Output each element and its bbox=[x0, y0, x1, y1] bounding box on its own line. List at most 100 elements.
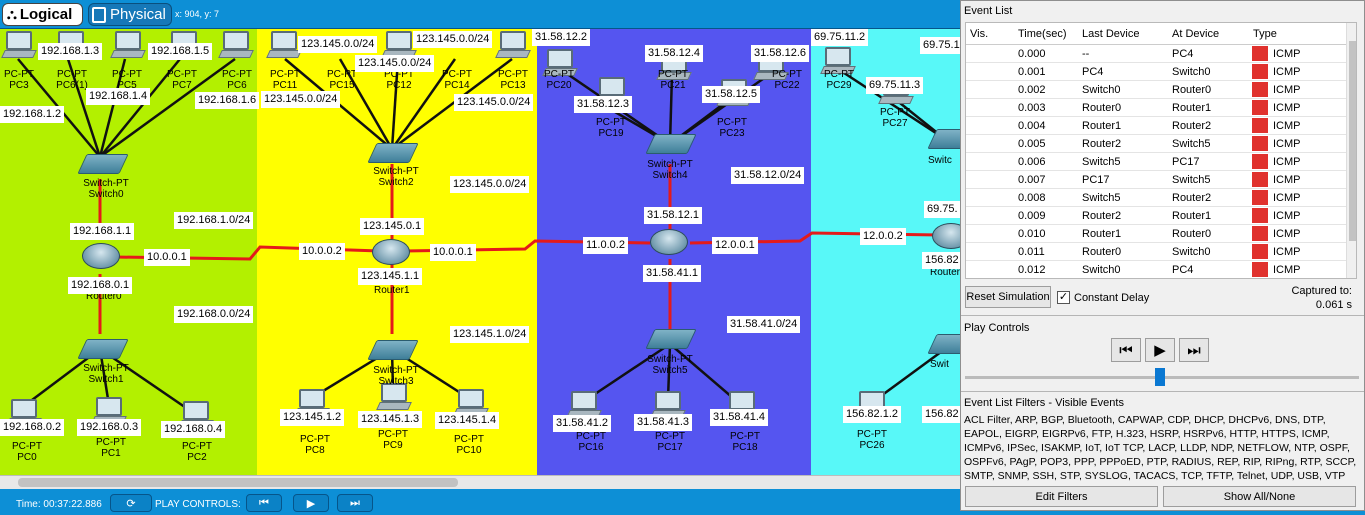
col-at-device: At Device bbox=[1172, 28, 1220, 40]
reset-simulation-button[interactable]: Reset Simulation bbox=[965, 286, 1051, 308]
constant-delay-label: Constant Delay bbox=[1074, 292, 1150, 304]
reset-time-button[interactable]: ⟳ bbox=[110, 494, 152, 512]
physical-view-button[interactable]: Physical bbox=[88, 3, 172, 26]
step-forward-icon: ⏭ bbox=[350, 496, 360, 509]
cell-last: Switch0 bbox=[1082, 84, 1121, 96]
constant-delay-checkbox[interactable]: ✓ bbox=[1057, 291, 1070, 304]
pc-icon[interactable] bbox=[650, 391, 686, 419]
scrollbar-thumb[interactable] bbox=[18, 478, 458, 487]
cell-type: ICMP bbox=[1273, 228, 1301, 240]
pc-icon[interactable] bbox=[542, 49, 578, 77]
cell-last: Router0 bbox=[1082, 246, 1122, 258]
cell-at: Router0 bbox=[1172, 84, 1212, 96]
edit-filters-button[interactable]: Edit Filters bbox=[965, 486, 1158, 507]
pc-icon[interactable] bbox=[381, 31, 417, 59]
cell-last: Switch5 bbox=[1082, 192, 1121, 204]
show-all-none-button[interactable]: Show All/None bbox=[1163, 486, 1356, 507]
ip-label: 31.58.41.2 bbox=[553, 415, 611, 432]
type-color-swatch bbox=[1252, 46, 1268, 61]
pc-icon[interactable] bbox=[1, 31, 37, 59]
filters-list: ACL Filter, ARP, BGP, Bluetooth, CAPWAP,… bbox=[964, 414, 1357, 482]
pc-icon[interactable] bbox=[453, 389, 489, 417]
ip-label: 192.168.1.2 bbox=[0, 106, 65, 123]
play-button[interactable]: ▶ bbox=[1145, 338, 1175, 362]
cell-type: ICMP bbox=[1273, 174, 1301, 186]
event-list-table[interactable]: Vis. Time(sec) Last Device At Device Typ… bbox=[965, 22, 1357, 279]
logical-view-button[interactable]: ⛬ Logical bbox=[2, 3, 83, 26]
router-icon[interactable] bbox=[372, 239, 410, 265]
horizontal-scrollbar[interactable] bbox=[0, 475, 960, 489]
cell-type: ICMP bbox=[1273, 246, 1301, 258]
router-icon[interactable] bbox=[650, 229, 688, 255]
list-scrollbar-thumb[interactable] bbox=[1349, 41, 1356, 241]
net-label: 123.145.0.0/24 bbox=[413, 31, 493, 48]
pc-icon[interactable] bbox=[495, 31, 531, 59]
cable bbox=[668, 73, 674, 145]
ip-label: 156.82 bbox=[922, 406, 960, 423]
play-button[interactable]: ▶ bbox=[293, 494, 329, 512]
cell-at: Router2 bbox=[1172, 192, 1212, 204]
pc-icon[interactable] bbox=[820, 47, 856, 75]
pc-icon[interactable] bbox=[594, 77, 630, 105]
ip-label: 192.168.0.4 bbox=[161, 421, 226, 438]
pc-icon[interactable] bbox=[218, 31, 254, 59]
cursor-coords: x: 904, y: 7 bbox=[175, 9, 220, 19]
cell-at: PC4 bbox=[1172, 48, 1194, 60]
forward-button[interactable]: ⏭ bbox=[337, 494, 373, 512]
ip-label: 10.0.0.1 bbox=[430, 244, 476, 261]
pc-icon[interactable] bbox=[294, 389, 330, 417]
router-icon[interactable] bbox=[82, 243, 120, 269]
ip-label: 69.75.1 bbox=[920, 37, 960, 54]
forward-button[interactable]: ⏭ bbox=[1179, 338, 1209, 362]
back-button[interactable]: ⏮ bbox=[246, 494, 282, 512]
router-icon[interactable] bbox=[932, 223, 960, 249]
pc-icon[interactable] bbox=[110, 31, 146, 59]
switch-label: Swit bbox=[930, 359, 949, 370]
back-button[interactable]: ⏮ bbox=[1111, 338, 1141, 362]
cell-last: Router1 bbox=[1082, 120, 1122, 132]
list-scrollbar[interactable] bbox=[1346, 23, 1356, 278]
net-label: 123.145.0.0/24 bbox=[355, 55, 435, 72]
pc-icon[interactable] bbox=[178, 401, 214, 429]
cell-last: Router0 bbox=[1082, 102, 1122, 114]
pc-icon[interactable] bbox=[91, 397, 127, 425]
pc-icon[interactable] bbox=[6, 399, 42, 427]
cable bbox=[98, 58, 127, 158]
net-label: 192.168.1.0/24 bbox=[174, 212, 254, 229]
speed-slider-thumb[interactable] bbox=[1155, 368, 1165, 386]
ip-label: 192.168.1.1 bbox=[70, 223, 135, 240]
cell-at: Switch0 bbox=[1172, 66, 1211, 78]
cable bbox=[99, 58, 181, 158]
router-label: Router1 bbox=[374, 285, 410, 296]
pc-icon[interactable] bbox=[566, 391, 602, 419]
pc-icon[interactable] bbox=[266, 31, 302, 59]
cable bbox=[99, 57, 236, 159]
pc-icon[interactable] bbox=[376, 383, 412, 411]
cell-time: 0.011 bbox=[1018, 246, 1045, 258]
ip-label: 12.0.0.1 bbox=[712, 237, 758, 254]
